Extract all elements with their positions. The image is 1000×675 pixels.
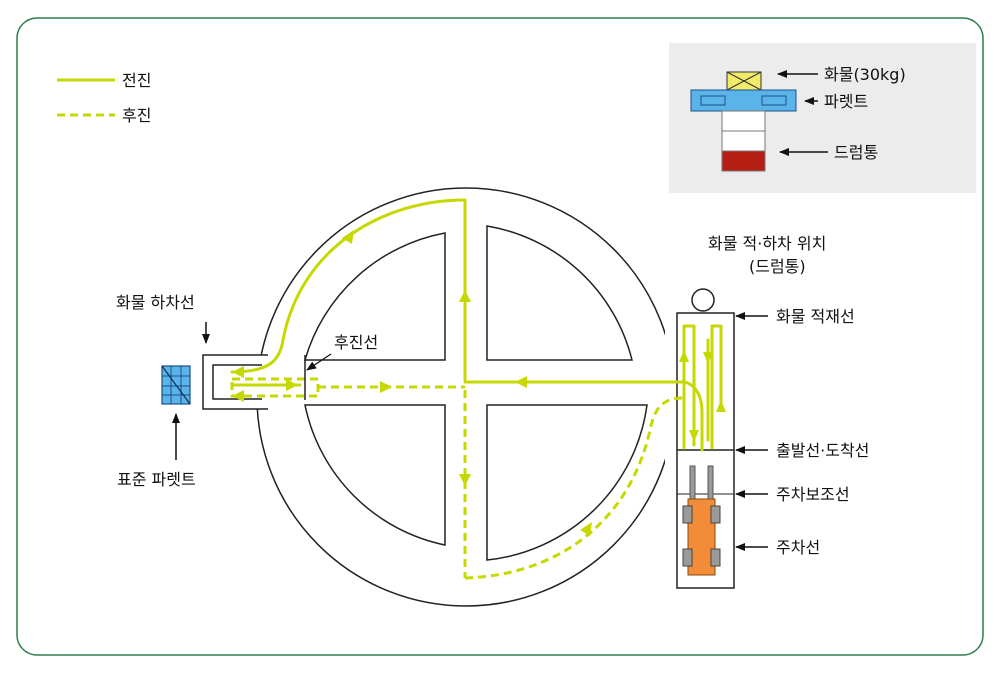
arrow-left-center (515, 376, 527, 388)
arrow-up-center (459, 290, 471, 302)
forward-paths (230, 198, 723, 452)
parking-line-label: 주차선 (776, 538, 820, 557)
drum-red (721, 150, 766, 172)
backward-arrowheads (232, 381, 592, 536)
pallet-board (690, 89, 797, 112)
inset-cargo-label: 화물(30kg) (824, 65, 906, 84)
drum-white-2 (721, 130, 766, 152)
fork-left (689, 465, 696, 501)
arrow-right-bay (286, 379, 298, 391)
load-position-label-1: 화물 적·하차 위치 (708, 234, 826, 253)
callout-arrows (172, 312, 768, 551)
unload-bay-inner (212, 364, 262, 400)
arrow-up-load-left (679, 350, 689, 362)
wheel-rl (682, 548, 693, 567)
reverse-line-leader (306, 353, 332, 371)
drum-white-1 (721, 110, 766, 132)
arrow-right-backward (380, 381, 392, 393)
track (202, 187, 735, 607)
arrow-left-bay-dashed (232, 390, 244, 402)
backward-bottom-arc (464, 396, 685, 580)
arrow-down-backward (459, 474, 471, 486)
forklift-icon (682, 465, 721, 576)
loading-line-label: 화물 적재선 (776, 307, 855, 326)
wheel-rr (710, 548, 721, 567)
inset-stack (690, 71, 797, 172)
arrow-left-top-arc (342, 230, 354, 244)
arrow-down-load-mid (703, 352, 713, 364)
parking-aux-label: 주차보조선 (776, 485, 850, 504)
legend: 전진 후진 (57, 71, 151, 125)
forward-load-right2 (710, 324, 723, 450)
arrow-up-bottom-arc (580, 522, 592, 536)
wheel-fr (710, 505, 721, 524)
start-finish-label: 출발선·도착선 (776, 441, 869, 460)
inset-box (669, 43, 976, 193)
arrow-down-load-inner (689, 430, 699, 442)
forward-top-arc (230, 198, 467, 382)
drum-position (691, 288, 715, 312)
wheel-fl (682, 505, 693, 524)
inset-drum-label: 드럼통 (834, 143, 878, 162)
forward-load-left (682, 324, 696, 450)
island-bottom-right (486, 404, 648, 561)
island-top-left (304, 232, 446, 361)
load-position-label-2: (드럼통) (749, 257, 806, 276)
island-top-right (486, 225, 633, 361)
arrow-up-load-right (716, 400, 726, 412)
legend-forward-label: 전진 (122, 71, 151, 90)
standard-pallet-label: 표준 파렛트 (117, 470, 196, 489)
standard-pallet-icon (161, 365, 191, 405)
inset-pallet-label: 파렛트 (824, 92, 868, 111)
forward-arrowheads (232, 230, 726, 442)
legend-backward-label: 후진 (122, 106, 151, 125)
backward-bay-center (230, 377, 320, 398)
reverse-line-label: 후진선 (334, 333, 378, 352)
inset-arrows (777, 70, 828, 156)
arrow-left-bay (232, 366, 244, 378)
unload-line-label: 화물 하차선 (116, 293, 195, 312)
island-bottom-left (304, 404, 446, 546)
fork-right (707, 465, 714, 501)
